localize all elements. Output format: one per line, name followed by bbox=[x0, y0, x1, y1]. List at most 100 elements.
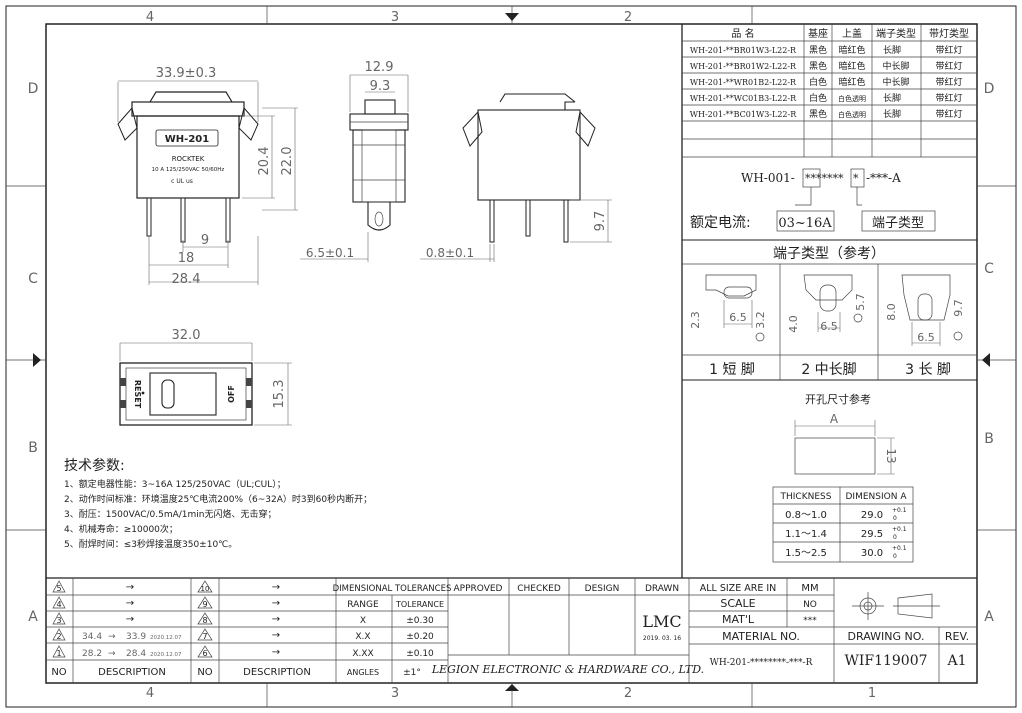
rev-no: 8 bbox=[202, 616, 207, 625]
material-label: MAT'L bbox=[722, 613, 755, 626]
model-cell: WH-201-**BR01W2-L22-R bbox=[690, 62, 797, 71]
terminal-dim: 4.0 bbox=[787, 315, 800, 333]
center-mark-top bbox=[505, 13, 519, 21]
model-table: 品 名 基座 上盖 端子类型 带灯类型 WH-201-**BR01W3-L22-… bbox=[681, 24, 977, 578]
part-code-suffix: -***-A bbox=[866, 171, 901, 185]
cutout-dim-h: 13 bbox=[884, 448, 898, 463]
model-cell: 带红灯 bbox=[935, 76, 962, 88]
rev-col-desc: DESCRIPTION bbox=[243, 667, 311, 678]
zone-bottom-3: 3 bbox=[391, 686, 399, 701]
zone-left-d: D bbox=[28, 81, 39, 97]
front-dim-width: 33.9±0.3 bbox=[156, 66, 217, 81]
end-view: 9.7 0.8±0.1 bbox=[420, 93, 612, 262]
front-dim-pin1: 9 bbox=[201, 233, 209, 248]
rev-label: REV. bbox=[945, 630, 969, 643]
terminal-dim: 5.7 bbox=[854, 293, 867, 311]
rev-col-desc: DESCRIPTION bbox=[98, 667, 166, 678]
model-header: 端子类型 bbox=[876, 27, 916, 40]
front-ul-mark: c UL us bbox=[171, 178, 193, 185]
rev-desc: → bbox=[272, 598, 280, 609]
zone-top-3: 3 bbox=[391, 10, 399, 25]
center-mark-bottom bbox=[505, 684, 519, 691]
material-no-label: MATERIAL NO. bbox=[722, 630, 800, 643]
model-cell: 中长脚 bbox=[882, 60, 909, 72]
model-cell: 暗红色 bbox=[838, 60, 865, 72]
terminal-types-title: 端子类型（参考） bbox=[773, 245, 885, 262]
drawing-no-label: DRAWING NO. bbox=[848, 630, 925, 643]
tech-item: 1、额定电器性能：3~16A 125/250VAC（UL;CUL）； bbox=[64, 478, 286, 490]
cutout-cell: 0.8～1.0 bbox=[785, 510, 827, 521]
side-dim-inner: 9.3 bbox=[370, 79, 391, 94]
model-cell: WH-201-**BR01W3-L22-R bbox=[690, 46, 797, 55]
side-dim-pin-offset: 6.5±0.1 bbox=[306, 246, 354, 260]
rev-from: 28.2 bbox=[82, 649, 102, 659]
title-strip: 5 4 3 2 1 → → → 34.4 → 33.9 2020.12.07 2… bbox=[46, 577, 977, 683]
top-dim-width: 32.0 bbox=[172, 328, 201, 343]
side-view: 12.9 9.3 6.5±0.1 bbox=[300, 60, 409, 262]
cutout-tol-lower: 0 bbox=[893, 553, 897, 560]
zone-left-c: C bbox=[28, 271, 38, 287]
terminal-type-label: 1 短 脚 bbox=[709, 362, 755, 378]
model-cell: WH-201-**WC01B3-L22-R bbox=[690, 94, 797, 103]
cutout-tol-lower: 0 bbox=[893, 515, 897, 522]
rated-current-value: 03~16A bbox=[778, 216, 832, 231]
checked-label: CHECKED bbox=[517, 584, 561, 594]
model-cell: 黑色 bbox=[809, 108, 827, 120]
zone-left-a: A bbox=[28, 609, 38, 625]
drawing-no: WIF119007 bbox=[844, 653, 927, 669]
drawn-by: LMC bbox=[642, 612, 681, 631]
terminal-dim: 8.0 bbox=[885, 303, 898, 321]
rev-no: 5 bbox=[56, 584, 61, 593]
cutout-header: DIMENSION A bbox=[846, 492, 908, 502]
model-cell: 黑色 bbox=[809, 44, 827, 56]
model-cell: WH-201-**BC01W3-L22-R bbox=[690, 110, 797, 119]
terminal-dim: 3.2 bbox=[754, 311, 767, 329]
model-header: 品 名 bbox=[731, 27, 754, 40]
zone-bottom-1: 1 bbox=[868, 686, 876, 701]
cutout-tol-upper: +0.1 bbox=[892, 507, 907, 514]
tolerances-title: DIMENSIONAL TOLERANCES bbox=[333, 584, 452, 594]
tech-item: 5、耐焊时间：≤3秒焊接温度350±10℃。 bbox=[64, 538, 237, 550]
projection-symbol-icon bbox=[852, 592, 940, 620]
rev-date: 2020.12.07 bbox=[150, 652, 182, 658]
model-cell: 黑色 bbox=[809, 60, 827, 72]
rev-from: 34.4 bbox=[82, 632, 102, 642]
tech-item: 4、机械寿命：≥10000次； bbox=[64, 523, 178, 535]
center-mark-right bbox=[982, 353, 990, 367]
rated-current-label: 额定电流: bbox=[690, 215, 751, 231]
zone-left-b: B bbox=[28, 440, 38, 456]
part-code-prefix: WH-001- bbox=[741, 171, 795, 185]
tolerances-col-range: RANGE bbox=[347, 600, 379, 610]
drawn-date: 2019. 03. 16 bbox=[643, 635, 681, 642]
company-name: LEGION ELECTRONIC & HARDWARE CO., LTD. bbox=[431, 663, 704, 676]
model-cell: 长脚 bbox=[883, 92, 901, 104]
model-cell: 暗红色 bbox=[838, 76, 865, 88]
top-reset-label: RESET bbox=[133, 380, 142, 409]
terminal-dim: 9.7 bbox=[952, 299, 965, 317]
zone-bottom-2: 2 bbox=[624, 686, 632, 701]
part-code-box1: ******* bbox=[805, 172, 844, 185]
rev-desc: → bbox=[272, 582, 280, 593]
scale-value: NO bbox=[803, 600, 817, 610]
unit-value: MM bbox=[801, 583, 818, 594]
cutout-cell: 29.0 bbox=[861, 510, 883, 521]
rev-to: 28.4 bbox=[126, 649, 146, 659]
rev-desc: → bbox=[272, 647, 280, 658]
terminal-types: 端子类型（参考） 6.5 2.3 3.2 1 短 脚 6.5 4.0 5.7 2… bbox=[682, 245, 977, 381]
top-dim-height: 15.3 bbox=[272, 380, 287, 409]
cutout-title: 开孔尺寸参考 bbox=[805, 392, 871, 406]
tolerance-value: ±1° bbox=[403, 668, 421, 678]
front-view: WH-201 ROCKTEK 10 A 125/250VAC 50/60Hz c… bbox=[117, 66, 298, 287]
rev-desc: → bbox=[272, 614, 280, 625]
rev-no: 9 bbox=[202, 600, 207, 609]
cutout-tol-upper: +0.1 bbox=[892, 545, 907, 552]
tech-heading: 技术参数: bbox=[64, 457, 125, 474]
tolerance-range: ANGLES bbox=[347, 668, 379, 677]
cutout-cell: 1.5～2.5 bbox=[785, 548, 827, 559]
zone-top-2: 2 bbox=[624, 10, 632, 25]
top-off-label: OFF bbox=[227, 385, 236, 403]
model-header: 上盖 bbox=[842, 27, 862, 40]
tolerance-value: ±0.30 bbox=[406, 616, 434, 626]
rev-col-no: NO bbox=[51, 667, 66, 678]
